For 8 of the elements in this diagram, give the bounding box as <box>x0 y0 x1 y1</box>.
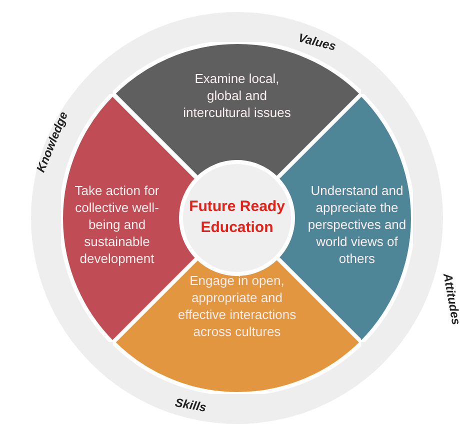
segment-text: Understand and appreciate the perspectives and world views of others <box>306 182 408 267</box>
segment-text: Engage in open, appropriate and effective interactions across cultures <box>176 272 298 340</box>
ring-label: Skills <box>174 395 208 415</box>
center-title: Future Ready Education <box>188 197 286 238</box>
ring-label: Attitudes <box>440 272 464 326</box>
segment-text: Take action for collective well-being and sustainable development <box>74 182 160 267</box>
segment-text: Examine local, global and intercultural issues <box>182 70 292 121</box>
ring-label: Values <box>296 30 338 54</box>
